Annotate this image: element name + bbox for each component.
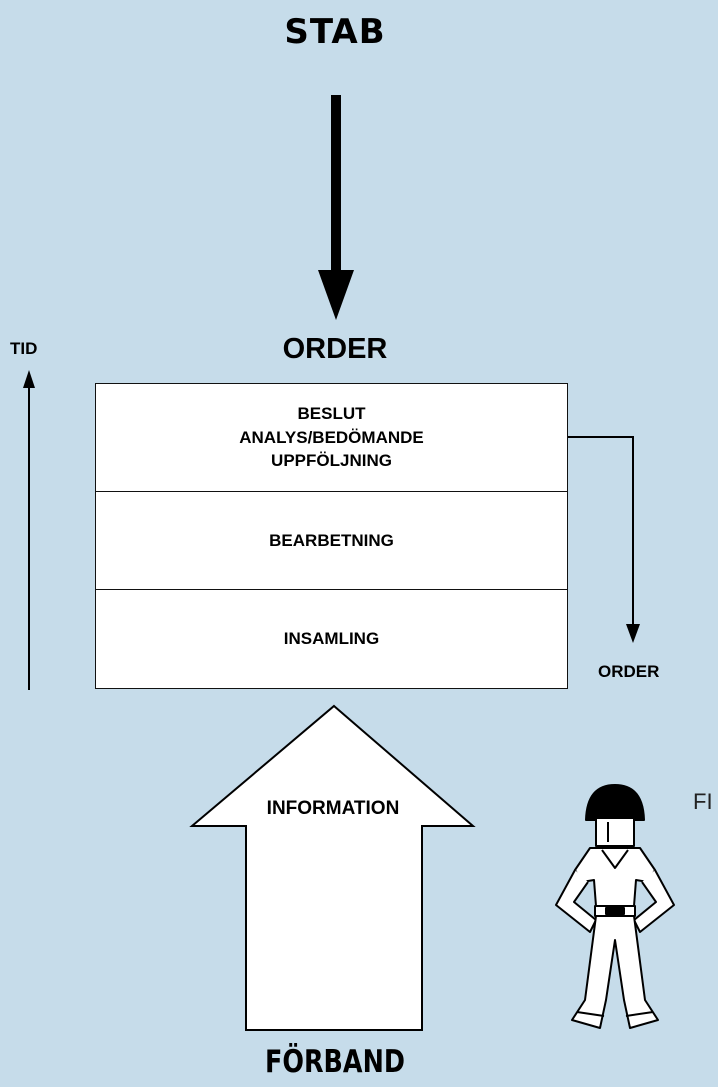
forband-label: FÖRBAND: [265, 1044, 405, 1080]
time-up-arrow: [23, 370, 35, 690]
layer1-line-analys: ANALYS/BEDÖMANDE: [239, 427, 424, 447]
layer1-line-uppfoljning: UPPFÖLJNING: [271, 451, 392, 471]
process-box: BESLUT ANALYS/BEDÖMANDE UPPFÖLJNING BEAR…: [95, 383, 568, 689]
soldier-figure-icon: [555, 784, 675, 1029]
stab-label: STAB: [284, 12, 386, 52]
process-layer-processing: BEARBETNING: [96, 492, 567, 590]
process-layer-collection: INSAMLING: [96, 590, 567, 688]
layer1-line-beslut: BESLUT: [297, 404, 366, 424]
information-up-arrow: [189, 704, 476, 1031]
layer2-label: BEARBETNING: [269, 530, 394, 550]
process-layer-decision: BESLUT ANALYS/BEDÖMANDE UPPFÖLJNING: [96, 384, 567, 492]
order-right-label: ORDER: [598, 662, 660, 681]
order-out-arrow: [568, 436, 640, 643]
order-top-label: ORDER: [282, 333, 388, 365]
stab-down-arrow: [318, 95, 354, 320]
time-label: TID: [10, 339, 38, 358]
information-label: INFORMATION: [266, 798, 400, 819]
layer3-label: INSAMLING: [283, 629, 380, 649]
figure-caption-fragment: FI: [693, 789, 713, 814]
